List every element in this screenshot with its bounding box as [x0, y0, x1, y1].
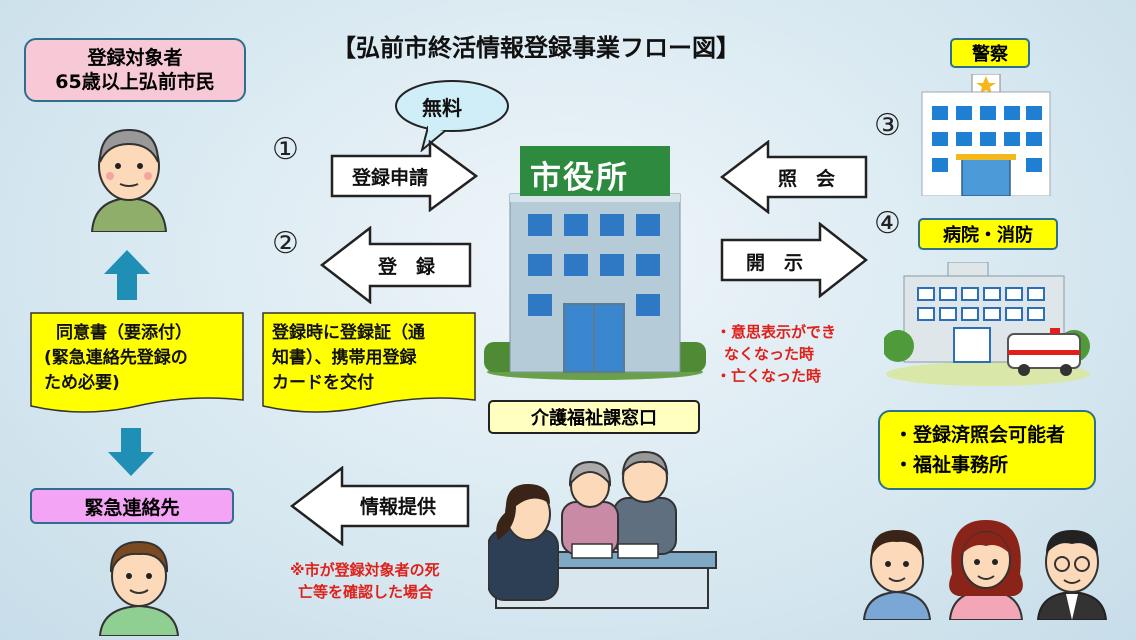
staff-woman-icon — [948, 520, 1024, 620]
info-arrow-label: 情報提供 — [360, 496, 437, 518]
staff-man-icon — [862, 530, 932, 620]
step-2-number: ② — [272, 226, 299, 261]
conditions-line2: なくなった時 — [724, 345, 815, 363]
apply-arrow-label: 登録申請 — [352, 167, 429, 189]
free-label: 無料 — [422, 96, 462, 120]
free-bubble-shape — [395, 80, 509, 152]
apply-arrow-shape — [330, 140, 478, 212]
hospital-label: 病院・消防 — [943, 225, 1033, 246]
police-label: 警察 — [972, 44, 1008, 65]
register-arrow-label: 登 録 — [378, 256, 436, 278]
inquiry-arrow-label: 照 会 — [778, 168, 836, 190]
up-arrow-icon — [104, 250, 150, 300]
step-3-number: ③ — [874, 108, 901, 143]
city-hall-sign: 市役所 — [530, 160, 629, 196]
hospital-icon — [884, 262, 1090, 386]
consent-note-line1: 同意書（要添付） — [56, 323, 192, 343]
staff-glasses-man-icon — [1036, 530, 1108, 620]
disclose-arrow-shape — [720, 222, 868, 298]
registrant-sublabel: 65歳以上弘前市民 — [55, 71, 215, 93]
card-note-line3: カードを交付 — [272, 373, 374, 393]
inquiry-arrow-shape — [720, 140, 868, 214]
conditions-line1: ・意思表示ができ — [716, 323, 837, 341]
death-note-line2: 亡等を確認した場合 — [298, 583, 434, 601]
card-note-line2: 知書）、携帯用登録 — [272, 348, 417, 368]
consent-note-line3: ため必要) — [44, 373, 120, 393]
counter-scene-icon — [488, 450, 717, 609]
down-arrow-icon — [108, 428, 154, 476]
hospital-box: 病院・消防 — [918, 218, 1058, 250]
card-note-line1: 登録時に登録証（通 — [272, 323, 425, 343]
death-note-line1: ※市が登録対象者の死 — [290, 561, 440, 579]
registrant-box: 登録対象者 65歳以上弘前市民 — [24, 38, 246, 102]
conditions-line3: ・亡くなった時 — [716, 367, 822, 385]
page-title: 【弘前市終活情報登録事業フロー図】 — [332, 34, 740, 62]
police-station-icon — [921, 74, 1051, 196]
elderly-man-icon — [90, 128, 168, 232]
authorized-line2: ・福祉事務所 — [894, 454, 1009, 476]
police-box: 警察 — [950, 38, 1030, 68]
step-1-number: ① — [272, 132, 299, 167]
consent-note-shape — [30, 312, 244, 413]
city-hall-icon — [484, 146, 706, 380]
emergency-contact-box: 緊急連絡先 — [30, 488, 234, 524]
register-arrow-shape — [320, 226, 472, 304]
disclose-arrow-label: 開 示 — [746, 252, 804, 274]
emergency-contact-label: 緊急連絡先 — [84, 496, 180, 519]
step-4-number: ④ — [874, 206, 901, 241]
contact-man-icon — [98, 540, 180, 636]
desk-box: 介護福祉課窓口 — [488, 400, 700, 434]
authorized-box: ・登録済照会可能者 ・福祉事務所 — [878, 410, 1096, 490]
info-arrow-shape — [290, 466, 470, 546]
registrant-label: 登録対象者 — [87, 47, 183, 69]
desk-label: 介護福祉課窓口 — [531, 408, 657, 429]
card-note-shape — [262, 312, 476, 413]
authorized-line1: ・登録済照会可能者 — [894, 424, 1066, 446]
consent-note-line2: (緊急連絡先登録の — [44, 348, 188, 368]
